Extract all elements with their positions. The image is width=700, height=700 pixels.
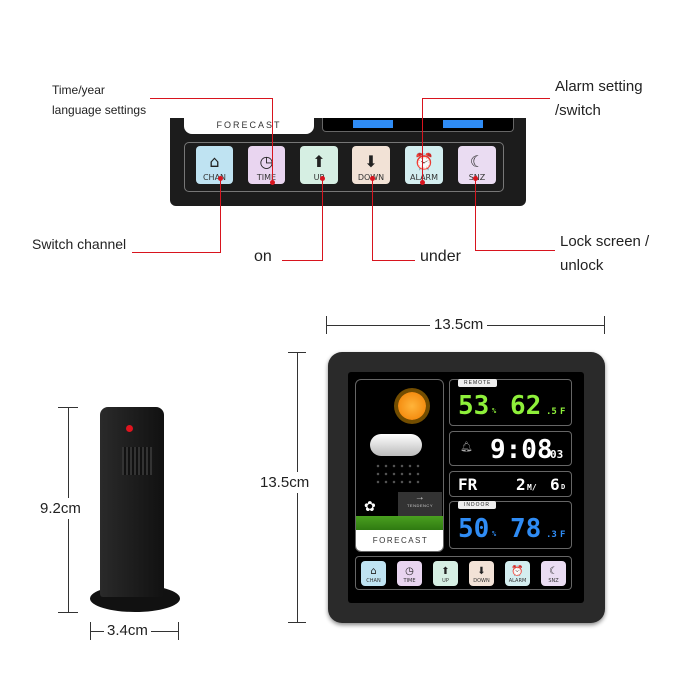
weekday: FR <box>458 475 478 494</box>
indoor-tag: INDOOR <box>458 501 496 509</box>
forecast-panel: ✿ →TENDENCY FORECAST <box>355 379 444 552</box>
indoor-temp-unit: F <box>560 530 566 540</box>
callout-time-year: Time/year <box>52 83 105 97</box>
button-label: CHAN <box>366 578 381 584</box>
indoor-humidity: 50 <box>458 514 490 544</box>
height-label: 13.5cm <box>260 472 310 493</box>
rain-icon <box>374 462 422 488</box>
remote-temp-dec: .5 <box>546 407 557 417</box>
time-seconds: 03 <box>550 448 564 461</box>
forecast-label: FORECAST <box>356 530 443 551</box>
alarm-button[interactable]: ⏰ ALARM <box>405 146 443 184</box>
remote-hum-unit: % <box>492 407 497 415</box>
indoor-hum-unit: % <box>492 530 497 538</box>
button-bar <box>184 142 504 192</box>
callout-switch-channel: Switch channel <box>32 236 127 252</box>
cloud-icon <box>370 434 422 456</box>
lcd-indoor-partial <box>322 118 514 132</box>
up-icon: ⬆ <box>441 566 450 577</box>
flower-icon: ✿ <box>364 498 376 514</box>
sensor-body <box>100 407 164 597</box>
house-signal-icon: ⌂ <box>370 566 377 577</box>
alarm-clock-icon: ⏰ <box>414 152 434 171</box>
chan-button[interactable]: ⌂ CHAN <box>196 146 233 184</box>
indoor-temp: 78 <box>510 514 542 544</box>
moon-cloud-icon: ☾ <box>549 566 558 577</box>
button-label: TIME <box>256 173 277 182</box>
callout-under: under <box>420 248 461 265</box>
callout-alarm: Alarm setting <box>555 78 643 95</box>
sensor-height-label: 9.2cm <box>40 498 81 519</box>
month: 2 <box>516 475 526 494</box>
remote-panel: REMOTE 53 % 62 .5 F <box>449 379 572 426</box>
date-panel: FR 2 M/ 6 D <box>449 471 572 497</box>
button-bar: ⌂CHAN ◷TIME ⬆UP ⬇DOWN ⏰ALARM ☾SNZ <box>355 556 572 590</box>
button-label: TIME <box>403 578 416 584</box>
remote-temp-unit: F <box>560 407 566 417</box>
moon-cloud-icon: ☾ <box>469 152 485 171</box>
button-label: CHAN <box>202 173 227 182</box>
width-label: 13.5cm <box>430 316 488 333</box>
up-button[interactable]: ⬆UP <box>433 561 458 586</box>
chan-button[interactable]: ⌂CHAN <box>361 561 386 586</box>
button-label: UP <box>313 173 325 182</box>
indoor-temp-dec: .3 <box>546 530 557 540</box>
button-label: ALARM <box>508 578 527 584</box>
time-button[interactable]: ◷ TIME <box>248 146 285 184</box>
arrow-right-icon: → <box>414 492 426 503</box>
screen: ✿ →TENDENCY FORECAST REMOTE 53 % 62 .5 F… <box>348 372 584 603</box>
tendency-box: →TENDENCY <box>398 492 442 516</box>
button-label: SNZ <box>548 578 559 584</box>
callout-alarm-switch: /switch <box>555 102 601 119</box>
button-label: ALARM <box>409 173 439 182</box>
time-panel: 🔔︎ 9:08 03 <box>449 431 572 466</box>
bell-icon: 🔔︎ <box>460 442 473 453</box>
snz-button[interactable]: ☾SNZ <box>541 561 566 586</box>
vent-grille <box>122 447 152 475</box>
time-button[interactable]: ◷TIME <box>397 561 422 586</box>
up-button[interactable]: ⬆ UP <box>300 146 338 184</box>
button-label: UP <box>442 578 449 584</box>
grass <box>356 516 443 530</box>
callout-lock: Lock screen / <box>560 233 650 250</box>
down-button[interactable]: ⬇DOWN <box>352 146 390 184</box>
remote-tag: REMOTE <box>458 379 498 387</box>
callout-unlock: unlock <box>560 257 604 274</box>
alarm-clock-icon: ⏰ <box>511 566 524 577</box>
indoor-panel: INDOOR 50 % 78 .3 F <box>449 501 572 549</box>
tendency-label: TENDENCY <box>406 503 433 508</box>
month-unit: M/ <box>527 483 537 492</box>
callout-on: on <box>254 248 272 265</box>
remote-temp: 62 <box>510 391 542 421</box>
down-icon: ⬇ <box>477 566 486 577</box>
callout-language: language settings <box>52 103 147 117</box>
clock-icon: ◷ <box>259 152 274 171</box>
clock-icon: ◷ <box>405 566 414 577</box>
remote-humidity: 53 <box>458 391 490 421</box>
sensor-width-label: 3.4cm <box>104 622 151 639</box>
date-unit: D <box>561 483 566 491</box>
time-hm: 9:08 <box>490 435 553 465</box>
down-icon: ⬇ <box>364 152 378 171</box>
house-signal-icon: ⌂ <box>209 152 220 171</box>
forecast-panel: FORECAST <box>184 118 314 134</box>
up-icon: ⬆ <box>312 152 326 171</box>
led-icon <box>126 425 133 432</box>
button-label: DOWN <box>473 578 490 584</box>
down-button[interactable]: ⬇DOWN <box>469 561 494 586</box>
day-of-month: 6 <box>550 475 560 494</box>
sun-icon <box>398 392 426 420</box>
alarm-button[interactable]: ⏰ALARM <box>505 561 530 586</box>
weather-station: ✿ →TENDENCY FORECAST REMOTE 53 % 62 .5 F… <box>328 352 605 623</box>
